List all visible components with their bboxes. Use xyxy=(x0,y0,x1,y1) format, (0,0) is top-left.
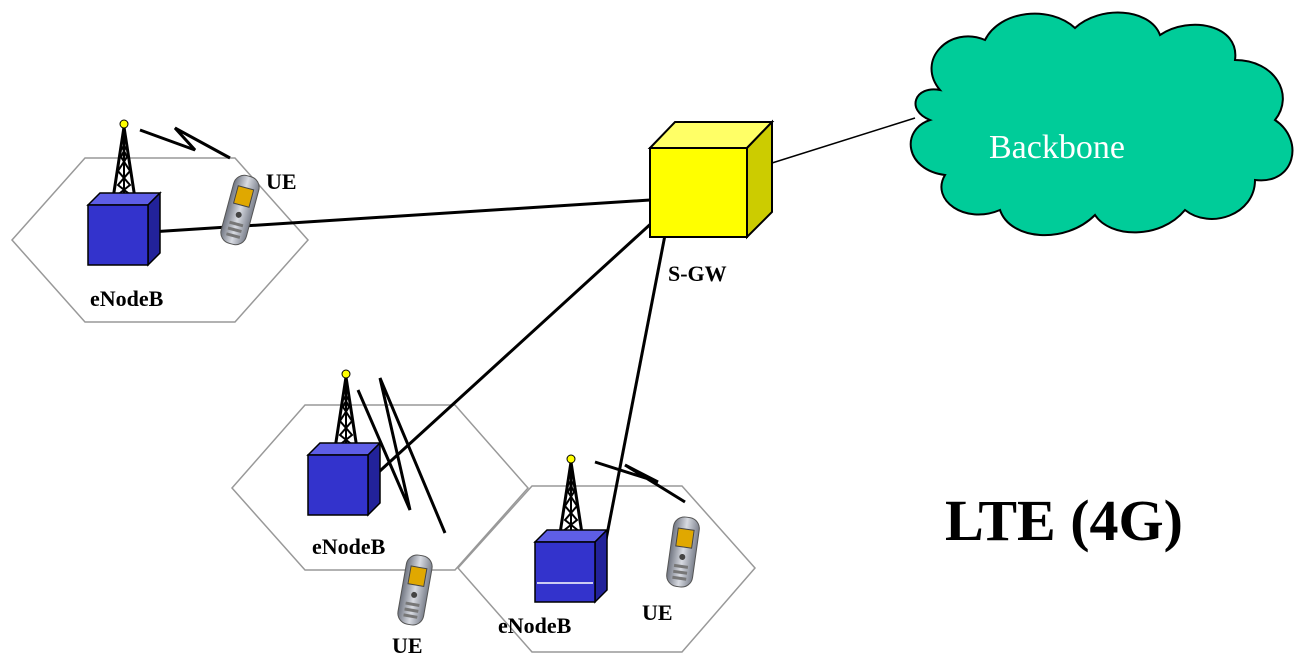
backbone-label: Backbone xyxy=(989,129,1125,166)
antenna-tower-icon xyxy=(557,453,585,542)
ue-label-2: UE xyxy=(392,633,423,658)
enodeb-label-3: eNodeB xyxy=(498,613,572,638)
link-sgw-backbone xyxy=(771,117,916,164)
antenna-tower-icon xyxy=(110,118,138,207)
ue-label-1: UE xyxy=(266,169,297,194)
enodeb-label-1: eNodeB xyxy=(90,286,164,311)
ue-phone-icon xyxy=(664,515,702,589)
radio-link-icon xyxy=(594,460,686,504)
enodeb-icon xyxy=(87,192,161,266)
ue-label-3: UE xyxy=(642,600,673,625)
enodeb-icon xyxy=(307,442,381,516)
enodeb-icon xyxy=(534,529,608,603)
cell-outline-2 xyxy=(230,404,530,571)
cell-outline-1 xyxy=(10,157,310,323)
sgw-icon xyxy=(647,119,775,240)
ue-phone-icon xyxy=(217,172,263,248)
radio-link-icon xyxy=(139,126,231,160)
diagram-title: LTE (4G) xyxy=(945,488,1183,553)
radio-link-icon xyxy=(356,377,447,534)
link-enodeb2-sgw xyxy=(368,218,657,482)
enodeb-label-2: eNodeB xyxy=(312,534,386,559)
backbone-cloud-icon xyxy=(909,11,1294,236)
cell-outline-3 xyxy=(456,485,756,653)
antenna-tower-icon xyxy=(332,368,360,457)
ue-phone-icon xyxy=(395,552,435,628)
link-enodeb3-sgw xyxy=(603,234,667,546)
sgw-label: S-GW xyxy=(668,261,727,286)
